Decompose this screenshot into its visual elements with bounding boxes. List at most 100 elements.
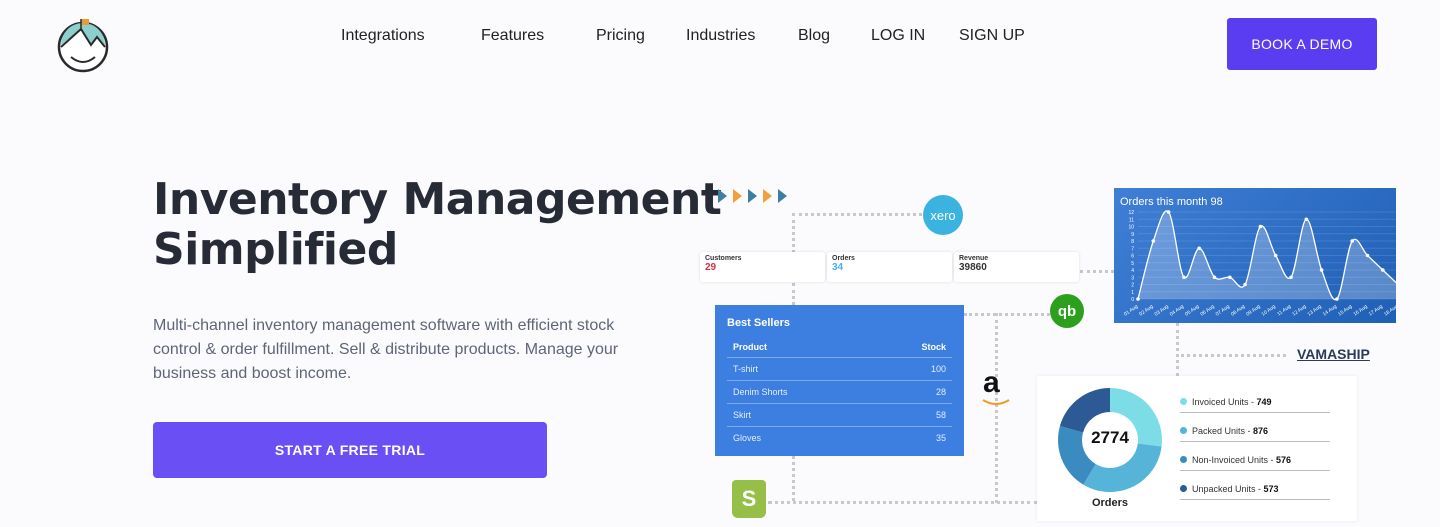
best-sellers-title: Best Sellers (727, 317, 790, 329)
legend-value: 576 (1276, 455, 1292, 465)
y-tick-label: 5 (1131, 261, 1134, 267)
y-tick-label: 4 (1131, 268, 1134, 274)
quickbooks-logo: qb (1050, 294, 1084, 328)
x-tick-label: 05 Aug (1184, 304, 1200, 318)
amazon-logo: a (983, 366, 1000, 399)
orders-total: 2774 (1091, 428, 1129, 447)
book-demo-button[interactable]: BOOK A DEMO (1227, 18, 1377, 70)
x-tick-label: 02 Aug (1138, 304, 1154, 318)
chart-area (1138, 210, 1396, 300)
legend-item: Packed Units - 876 (1180, 426, 1330, 442)
kpi-value: 29 (705, 262, 717, 273)
connector (792, 283, 795, 305)
connector (792, 456, 795, 501)
cell: Denim Shorts (727, 380, 873, 404)
legend-label: Unpacked Units - (1192, 484, 1264, 494)
arrows-icon (718, 189, 787, 203)
nav-signup[interactable]: SIGN UP (959, 27, 1025, 44)
x-tick-label: 03 Aug (1154, 304, 1170, 318)
connector (964, 313, 1050, 316)
data-point (1304, 217, 1309, 222)
y-tick-label: 0 (1131, 297, 1134, 303)
shopify-logo: S (732, 480, 766, 518)
data-point (1350, 239, 1354, 243)
x-tick-label: 13 Aug (1307, 304, 1323, 318)
cell: T-shirt (727, 357, 873, 381)
nav-login[interactable]: LOG IN (871, 27, 926, 44)
x-tick-label: 11 Aug (1276, 304, 1292, 318)
kpi-label: Customers (705, 255, 742, 262)
y-tick-label: 3 (1131, 275, 1134, 281)
x-tick-label: 09 Aug (1245, 304, 1261, 318)
col-product: Product (727, 339, 873, 358)
orders-donut (1058, 388, 1162, 492)
data-point (1335, 297, 1339, 301)
data-point (1136, 297, 1140, 301)
legend-value: 876 (1253, 426, 1269, 436)
y-tick-label: 7 (1131, 246, 1134, 252)
x-tick-label: 04 Aug (1169, 304, 1185, 318)
data-point (1182, 275, 1186, 280)
data-point (1258, 224, 1263, 229)
legend-value: 573 (1263, 484, 1279, 494)
data-point (1166, 210, 1171, 214)
amazon-smile-icon (982, 399, 1010, 405)
connector (1080, 270, 1114, 273)
legend-item: Unpacked Units - 573 (1180, 484, 1330, 500)
xero-logo: xero (923, 195, 963, 235)
cell: 35 (935, 433, 946, 443)
start-free-trial-button[interactable]: START A FREE TRIAL (153, 422, 547, 478)
x-tick-label: 17 Aug (1368, 304, 1384, 318)
legend-dot-icon (1180, 427, 1187, 434)
nav-pricing[interactable]: Pricing (596, 27, 645, 44)
data-point (1228, 275, 1232, 280)
connector (792, 213, 795, 253)
legend-dot-icon (1180, 398, 1187, 405)
x-tick-label: 15 Aug (1337, 304, 1353, 318)
donut-slice (1083, 443, 1162, 492)
logo[interactable] (57, 17, 109, 73)
x-tick-label: 10 Aug (1261, 304, 1277, 318)
nav-features[interactable]: Features (481, 27, 545, 44)
legend-label: Non-Invoiced Units - (1192, 455, 1277, 465)
nav-industries[interactable]: Industries (686, 27, 756, 44)
kpi-value: 39860 (959, 262, 987, 273)
nav-integrations[interactable]: Integrations (341, 27, 425, 44)
connector (1176, 323, 1179, 376)
legend-label: Invoiced Units - (1192, 397, 1257, 407)
connector (768, 501, 1038, 504)
kpi-label: Orders (832, 255, 855, 262)
data-point (1243, 282, 1247, 287)
connector (792, 213, 922, 216)
y-tick-label: 12 (1128, 210, 1134, 216)
chart-title: Orders this month 98 (1120, 196, 1223, 208)
connector (995, 313, 998, 503)
connector (1176, 354, 1286, 357)
legend-dot-icon (1180, 456, 1187, 463)
x-tick-label: 16 Aug (1352, 304, 1368, 318)
donut-slice (1058, 425, 1096, 485)
data-point (1197, 246, 1201, 251)
orders-label: Orders (1091, 497, 1129, 509)
data-point (1212, 275, 1217, 280)
donut-slice (1059, 388, 1110, 433)
y-tick-label: 11 (1129, 217, 1134, 223)
title-line-1: Inventory Management (153, 174, 722, 225)
x-tick-label: 14 Aug (1322, 304, 1338, 318)
y-tick-label: 2 (1131, 283, 1134, 289)
nav-blog[interactable]: Blog (798, 27, 831, 44)
legend-label: Packed Units - (1192, 426, 1254, 436)
kpi-label: Revenue (959, 255, 989, 262)
y-tick-label: 9 (1131, 232, 1134, 238)
cell: 100 (872, 357, 952, 381)
title-line-2: Simplified (153, 224, 398, 275)
x-tick-label: 18 Aug (1383, 304, 1396, 318)
